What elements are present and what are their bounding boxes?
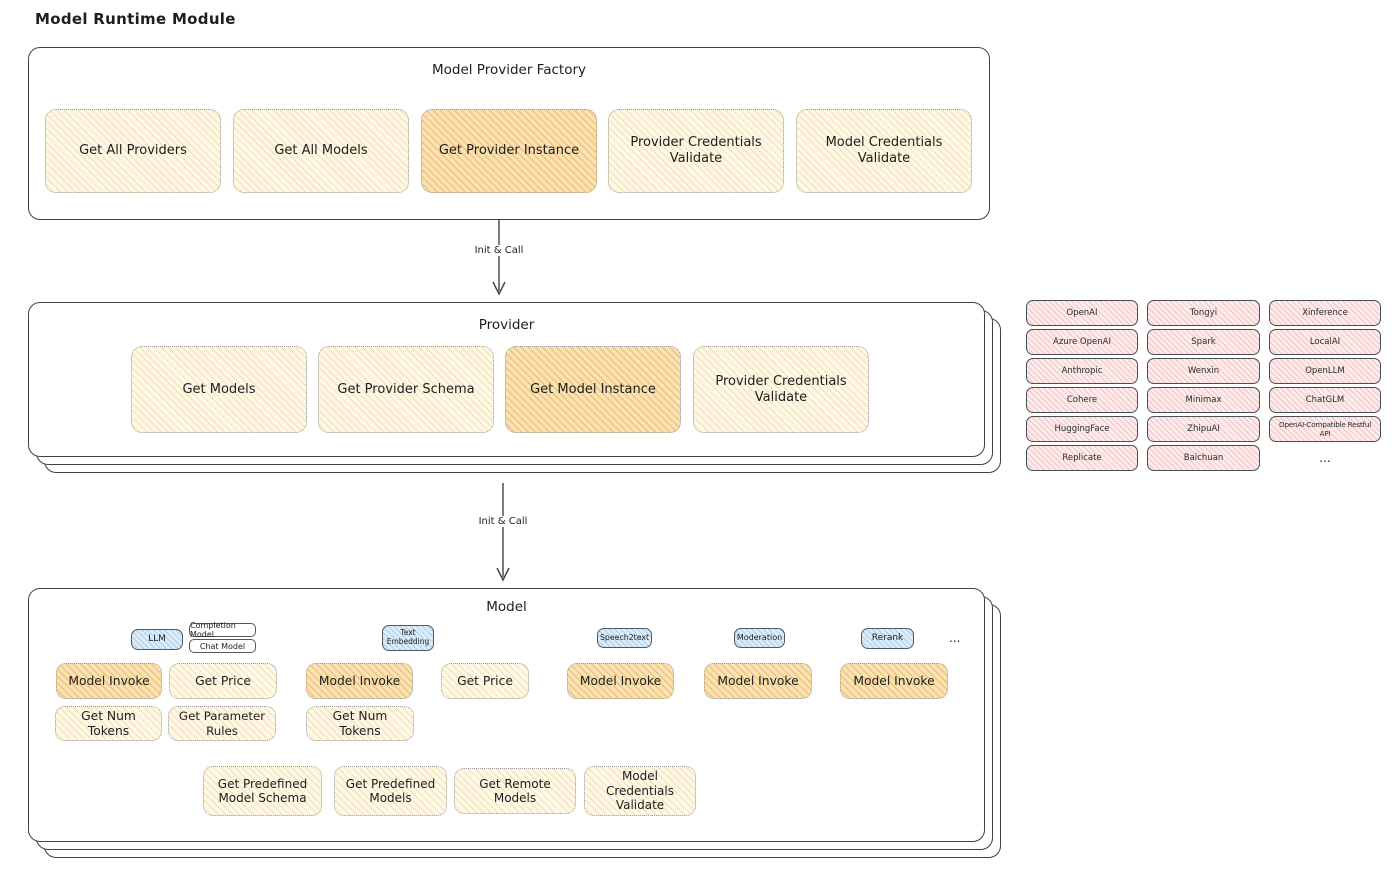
box-llm-get-parameter-rules: Get Parameter Rules [168,706,276,741]
model-panel: Model LLM Completion Model Chat Model Te… [28,588,985,842]
factory-panel: Model Provider Factory Get All Providers… [28,47,990,220]
box-rerank-model-invoke: Model Invoke [840,663,948,699]
box-model-credentials-validate: Model Credentials Validate [796,109,972,193]
tag-chat-model: Chat Model [189,639,256,653]
page-title: Model Runtime Module [35,10,236,28]
box-embedding-get-num-tokens: Get Num Tokens [306,706,414,741]
box-get-predefined-model-schema: Get Predefined Model Schema [203,766,322,816]
model-panel-title: Model [486,599,527,615]
box-model-credentials-validate-2: Model Credentials Validate [584,766,696,816]
provider-chip-wenxin: Wenxin [1147,358,1260,384]
tag-moderation: Moderation [734,628,785,648]
provider-chip-cohere: Cohere [1026,387,1138,413]
providers-more-ellipsis: ... [1319,451,1331,465]
box-speech2text-model-invoke: Model Invoke [567,663,674,699]
arrow-factory-to-provider [492,219,506,296]
tag-llm: LLM [131,629,183,650]
tag-text-embedding: Text Embedding [382,625,434,651]
provider-chip-spark: Spark [1147,329,1260,355]
provider-panel: Provider Get Models Get Provider Schema … [28,302,985,457]
box-llm-get-num-tokens: Get Num Tokens [55,706,162,741]
box-get-remote-models: Get Remote Models [454,768,576,814]
box-get-model-instance: Get Model Instance [505,346,681,433]
box-get-all-providers: Get All Providers [45,109,221,193]
provider-chip-huggingface: HuggingFace [1026,416,1138,442]
arrow-label-init-call-2: Init & Call [473,516,533,527]
arrow-label-init-call-1: Init & Call [469,245,529,256]
arrow-provider-to-model [496,483,510,582]
box-llm-get-price: Get Price [169,663,277,699]
box-provider-credentials-validate: Provider Credentials Validate [608,109,784,193]
provider-chip-anthropic: Anthropic [1026,358,1138,384]
box-get-predefined-models: Get Predefined Models [334,766,447,816]
tag-completion-model: Completion Model [189,621,256,639]
box-provider-credentials-validate-2: Provider Credentials Validate [693,346,869,433]
box-moderation-model-invoke: Model Invoke [704,663,812,699]
tag-rerank: Rerank [861,628,914,649]
box-get-provider-schema: Get Provider Schema [318,346,494,433]
provider-chip-openai: OpenAI [1026,300,1138,326]
provider-chip-azure-openai: Azure OpenAI [1026,329,1138,355]
box-llm-model-invoke: Model Invoke [56,663,162,699]
provider-chip-xinference: Xinference [1269,300,1381,326]
provider-chip-openllm: OpenLLM [1269,358,1381,384]
provider-chip-baichuan: Baichuan [1147,445,1260,471]
box-get-models: Get Models [131,346,307,433]
tags-more-ellipsis: ... [949,631,961,645]
factory-panel-title: Model Provider Factory [431,62,586,78]
provider-chip-tongyi: Tongyi [1147,300,1260,326]
provider-chip-minimax: Minimax [1147,387,1260,413]
provider-panel-title: Provider [478,317,535,333]
box-get-provider-instance: Get Provider Instance [421,109,597,193]
box-embedding-get-price: Get Price [441,663,529,699]
provider-chip-openai-compatible: OpenAI-Compatible Restful API [1269,416,1381,442]
provider-chip-zhipuai: ZhipuAI [1147,416,1260,442]
providers-grid: OpenAI Tongyi Xinference Azure OpenAI Sp… [1026,300,1381,471]
provider-chip-localai: LocalAI [1269,329,1381,355]
box-get-all-models: Get All Models [233,109,409,193]
provider-chip-chatglm: ChatGLM [1269,387,1381,413]
box-embedding-model-invoke: Model Invoke [306,663,413,699]
tag-speech2text: Speech2text [597,628,652,648]
provider-chip-replicate: Replicate [1026,445,1138,471]
